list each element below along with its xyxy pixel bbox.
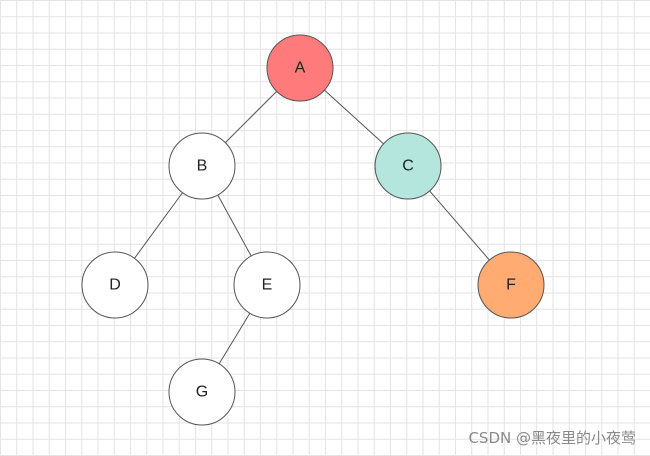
edge-a-c xyxy=(324,89,384,145)
node-circle xyxy=(81,251,149,319)
watermark-text: CSDN @黑夜里的小夜莺 xyxy=(468,429,636,447)
tree-node-d: D xyxy=(81,251,149,319)
tree-node-b: B xyxy=(168,132,236,200)
node-label: D xyxy=(109,277,121,294)
tree-node-e: E xyxy=(233,251,301,319)
tree-node-c: C xyxy=(374,132,442,200)
node-circle xyxy=(266,34,334,102)
tree-node-a: A xyxy=(266,34,334,102)
node-label: F xyxy=(506,277,516,294)
node-circle xyxy=(168,132,236,200)
node-circle xyxy=(477,251,545,319)
edge-e-g xyxy=(218,312,251,365)
tree-node-g: G xyxy=(168,358,236,426)
edge-b-d xyxy=(134,192,183,259)
tree-node-f: F xyxy=(477,251,545,319)
node-circle xyxy=(168,358,236,426)
node-label: B xyxy=(197,158,208,175)
tree-edges xyxy=(134,89,490,365)
node-circle xyxy=(374,132,442,200)
edge-c-f xyxy=(429,190,490,261)
node-label: G xyxy=(196,384,208,401)
tree-nodes: A B C D E F G xyxy=(81,34,545,426)
node-label: C xyxy=(402,158,414,175)
node-label: E xyxy=(262,277,273,294)
node-circle xyxy=(233,251,301,319)
node-label: A xyxy=(295,60,306,77)
edge-b-e xyxy=(217,194,252,257)
edge-a-b xyxy=(224,90,278,144)
